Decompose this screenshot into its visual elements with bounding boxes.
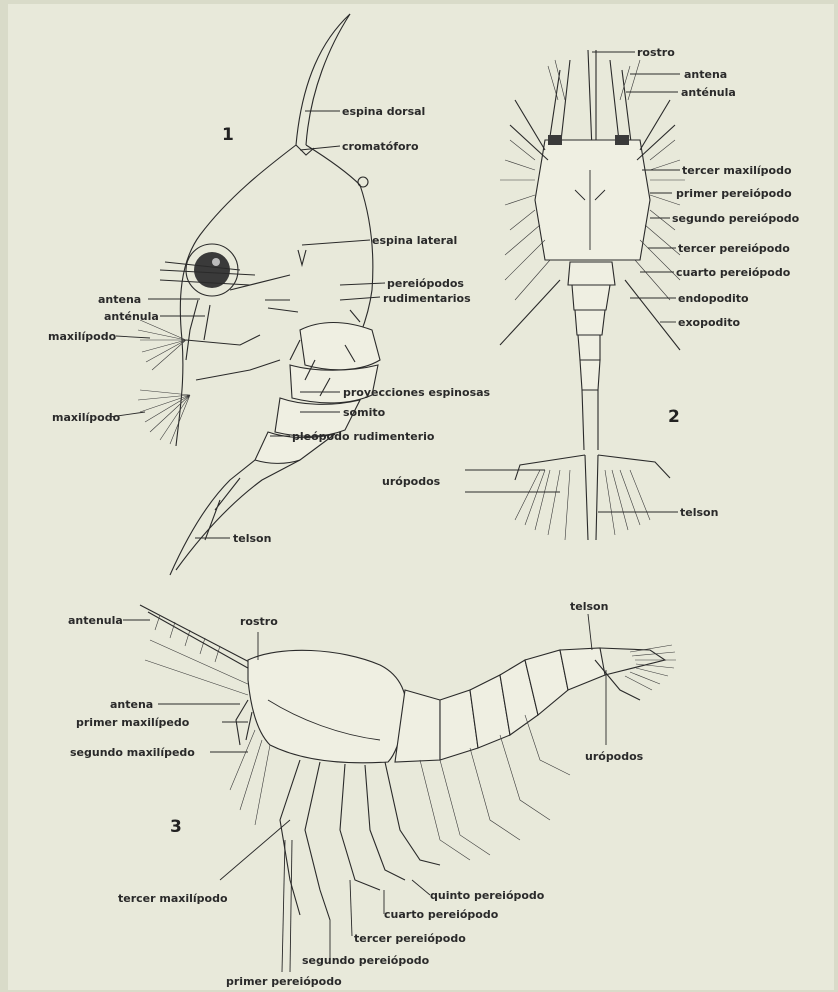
fig2-label-tercer-maxilipedo: tercer maxilípodo bbox=[682, 164, 792, 177]
fig3-label-segundo-pereiopodo: segundo pereiópodo bbox=[302, 954, 430, 967]
fig1-label-cromatoforo: cromatóforo bbox=[342, 140, 419, 153]
fig3-label-tercer-pereiopodo: tercer pereiópodo bbox=[354, 932, 466, 945]
fig2-label-telson: telson bbox=[680, 506, 718, 519]
fig3-label-primer-pereiopodo: primer pereiópodo bbox=[226, 975, 342, 988]
fig2-label-antenula: anténula bbox=[681, 86, 736, 99]
fig1-larva-drawing bbox=[138, 14, 380, 575]
fig3-label-tercer-maxilipedo: tercer maxilípodo bbox=[118, 892, 228, 905]
fig1-label-maxilipedo-2: maxilípodo bbox=[52, 411, 121, 424]
fig2-label-uropodos: urópodos bbox=[382, 475, 441, 488]
fig1-label-espina-lateral: espina lateral bbox=[372, 234, 457, 247]
fig3-label-antena: antena bbox=[110, 698, 153, 711]
fig1-label-maxilipedo-1: maxilípodo bbox=[48, 330, 117, 343]
fig2-larva-drawing bbox=[500, 50, 685, 540]
fig1-label-pleopodo: pleópodo rudimenterio bbox=[292, 430, 435, 443]
fig3-label-quinto-pereiopodo: quinto pereiópodo bbox=[430, 889, 545, 902]
fig2-label-rostro: rostro bbox=[637, 46, 675, 59]
fig2-label-primer-pereiopodo: primer pereiópodo bbox=[676, 187, 792, 200]
fig1-label-espina-dorsal: espina dorsal bbox=[342, 105, 425, 118]
fig3-label-antenula: antenula bbox=[68, 614, 123, 627]
fig1-label-telson: telson bbox=[233, 532, 271, 545]
fig2-label-endopodito: endopodito bbox=[678, 292, 749, 305]
fig3-label-primer-maxilipedo: primer maxilípedo bbox=[76, 716, 190, 729]
fig3-number: 3 bbox=[170, 817, 182, 837]
fig2-label-exopodito: exopodito bbox=[678, 316, 740, 329]
fig1-label-rudimentarios: rudimentarios bbox=[383, 292, 471, 305]
fig3-label-uropodos: urópodos bbox=[585, 750, 644, 763]
fig2-number: 2 bbox=[668, 407, 680, 427]
fig1-label-proyecciones: proyecciones espinosas bbox=[343, 386, 491, 399]
fig2-label-cuarto-pereiopodo: cuarto pereiópodo bbox=[676, 266, 791, 279]
fig3-label-segundo-maxilipedo: segundo maxilípedo bbox=[70, 746, 195, 759]
fig1-label-antenula: anténula bbox=[104, 310, 159, 323]
fig2-label-tercer-pereiopodo: tercer pereiópodo bbox=[678, 242, 790, 255]
fig2-label-antena: antena bbox=[684, 68, 727, 81]
fig1-label-somito: somito bbox=[343, 406, 386, 419]
fig1-number: 1 bbox=[222, 125, 234, 145]
fig1-label-antena: antena bbox=[98, 293, 141, 306]
fig3-label-rostro: rostro bbox=[240, 615, 278, 628]
fig1-label-pereiopodos: pereiópodos bbox=[387, 277, 464, 290]
fig3-label-cuarto-pereiopodo: cuarto pereiópodo bbox=[384, 908, 499, 921]
fig2-label-segundo-pereiopodo: segundo pereiópodo bbox=[672, 212, 800, 225]
fig3-label-telson: telson bbox=[570, 600, 608, 613]
